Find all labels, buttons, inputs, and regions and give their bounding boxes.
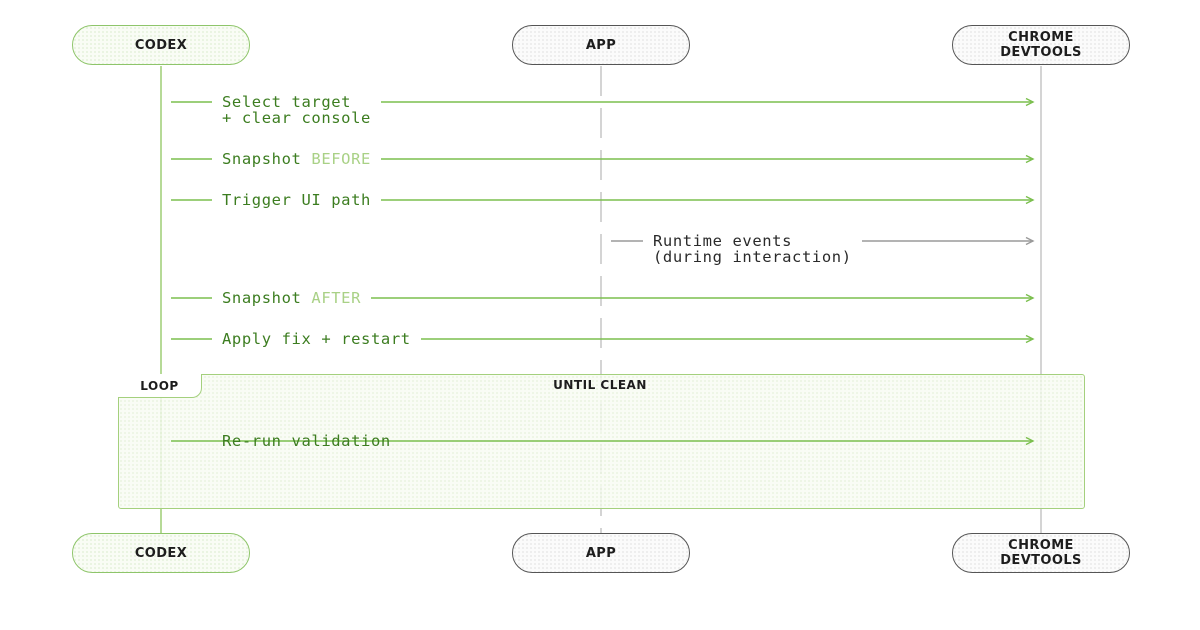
message-rerun-validation: Re-run validation	[222, 432, 391, 450]
message-apply-fix: Apply fix + restart	[212, 331, 421, 347]
message-trigger-ui-path: Trigger UI path	[212, 192, 381, 208]
message-runtime-events: Runtime events (during interaction)	[643, 233, 862, 265]
participant-codex-top: CODEX	[72, 25, 250, 65]
participant-chrome-devtools-top: CHROME DEVTOOLS	[952, 25, 1130, 65]
message-text: Snapshot	[222, 289, 312, 307]
loop-label: LOOP	[118, 374, 202, 398]
participant-codex-bottom: CODEX	[72, 533, 250, 573]
loop-condition: UNTIL CLEAN	[553, 378, 647, 392]
message-text: Snapshot	[222, 150, 312, 168]
participant-chrome-devtools-bottom: CHROME DEVTOOLS	[952, 533, 1130, 573]
participant-app-bottom: APP	[512, 533, 690, 573]
message-select-target: Select target + clear console	[212, 94, 381, 126]
message-snapshot-after: Snapshot AFTER	[212, 289, 372, 307]
message-keyword: BEFORE	[311, 150, 371, 168]
message-keyword: AFTER	[311, 289, 362, 307]
message-snapshot-before: Snapshot BEFORE	[212, 151, 381, 167]
participant-app-top: APP	[512, 25, 690, 65]
